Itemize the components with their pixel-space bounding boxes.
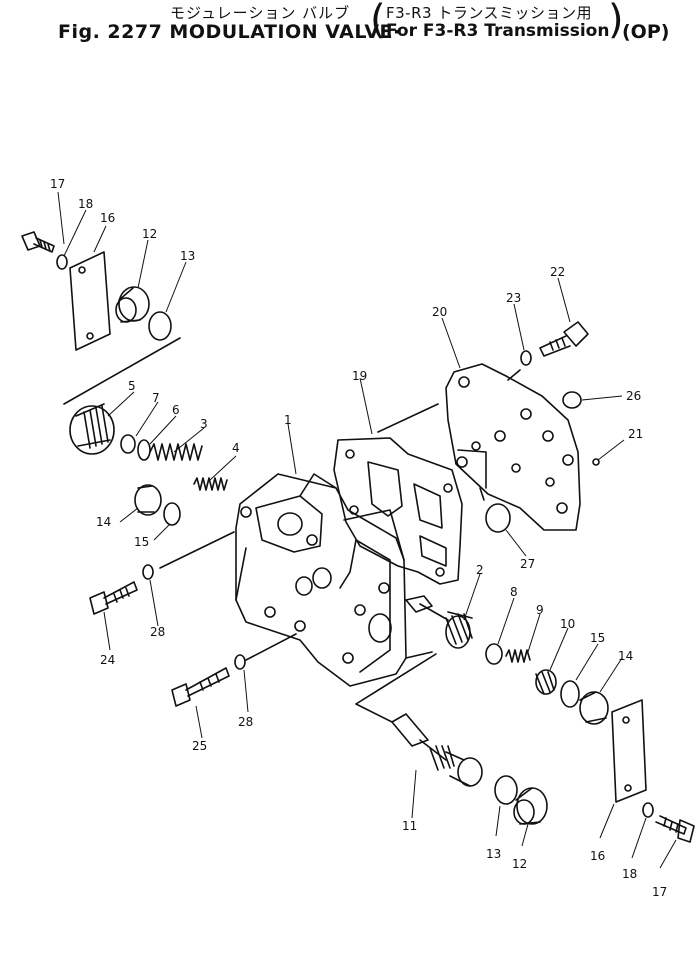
bolt-26 [89,581,138,615]
plug-21 [592,458,600,466]
option-tag: (OP) [622,21,670,43]
washer-23 [520,350,532,366]
washer-6 [137,439,151,461]
valve-body-1 [235,473,407,687]
plug-14-right [579,691,609,725]
callout-25: 27 [520,557,535,571]
callout-20: 20 [432,305,447,319]
plate-16-lower [611,699,647,803]
spool-5 [69,403,115,455]
spring-9 [505,649,531,663]
callout-28-right: 28 [238,715,253,729]
callout-24: 26 [626,389,641,403]
plug-12-upper [115,286,150,323]
leader-line-right [405,651,433,659]
open-paren: ( [370,0,386,43]
callout-16-upper: 16 [100,211,115,225]
o-ring-13-lower [494,775,518,805]
callout-6: 6 [172,403,180,417]
o-ring-24 [562,391,582,409]
callout-13-lower: 13 [486,847,501,861]
callout-17-upper: 17 [50,177,65,191]
plug-12-lower [513,787,548,825]
callout-14-left: 14 [96,515,111,529]
leader-line-upper [63,337,181,405]
ring-7 [120,434,136,454]
callout-17-lower: 17 [652,885,667,899]
callout-16-lower: 16 [590,849,605,863]
callout-15-right: 15 [590,631,605,645]
o-ring-13-upper [148,311,172,341]
leader-line-lower [355,653,437,723]
callout-15-left: 15 [134,535,149,549]
callout-18-lower: 18 [622,867,637,881]
title-block: モジュレーション バルブ ( F3-R3 トランスミッション用 ) Fig. 2… [0,0,697,70]
plate-16-upper [69,251,111,351]
callout-7: 7 [152,391,160,405]
cover-20 [445,363,581,531]
gasket-19 [333,403,463,585]
spring-4 [193,477,228,491]
callout-23: 23 [506,291,521,305]
callout-9: 9 [536,603,544,617]
callout-14-right: 14 [618,649,633,663]
callout-10: 10 [560,617,575,631]
bolt-27 [171,667,230,707]
figure-title: Fig. 2277 MODULATION VALVE· [58,21,401,43]
plug-14-left [134,484,162,516]
leader-line-left [159,531,235,569]
callout-27: 25 [192,739,207,753]
callout-3: 3 [200,417,208,431]
callout-12-lower: 12 [512,857,527,871]
callout-12-upper: 12 [142,227,157,241]
leader-lines-cover [479,369,521,501]
title-japanese: モジュレーション バルブ [170,4,351,22]
washer-18-upper [56,254,68,270]
washer-18-lower [642,802,654,818]
spring-3 [149,443,203,461]
figure-subtitle: For F3-R3 Transmission [386,21,610,41]
callout-8: 8 [510,585,518,599]
ring-8 [485,643,503,665]
close-paren: ) [608,0,624,43]
callout-11: 11 [402,819,417,833]
bolt-17-lower [655,815,695,843]
plug-10 [535,669,557,695]
callout-21: 21 [628,427,643,441]
spool-11 [391,713,483,787]
o-ring-25 [485,503,511,533]
leader-line-bolt-27 [245,633,297,661]
washer-28-left [142,564,154,580]
o-ring-15-right [560,680,580,708]
callout-28-left: 28 [150,625,165,639]
callout-18-upper: 18 [78,197,93,211]
spool-2 [405,595,473,649]
bolt-17-upper [21,231,55,253]
bolt-22 [539,321,589,357]
washer-28-right [234,654,246,670]
callout-2: 2 [476,563,484,577]
callout-5: 5 [128,379,136,393]
o-ring-15-left [163,502,181,526]
callout-26: 24 [100,653,115,667]
callout-13-upper: 13 [180,249,195,263]
callout-1: 1 [284,413,292,427]
callout-19: 19 [352,369,367,383]
callout-4: 4 [232,441,240,455]
callout-22: 22 [550,265,565,279]
title-japanese-subtitle: F3-R3 トランスミッション用 [386,4,593,22]
